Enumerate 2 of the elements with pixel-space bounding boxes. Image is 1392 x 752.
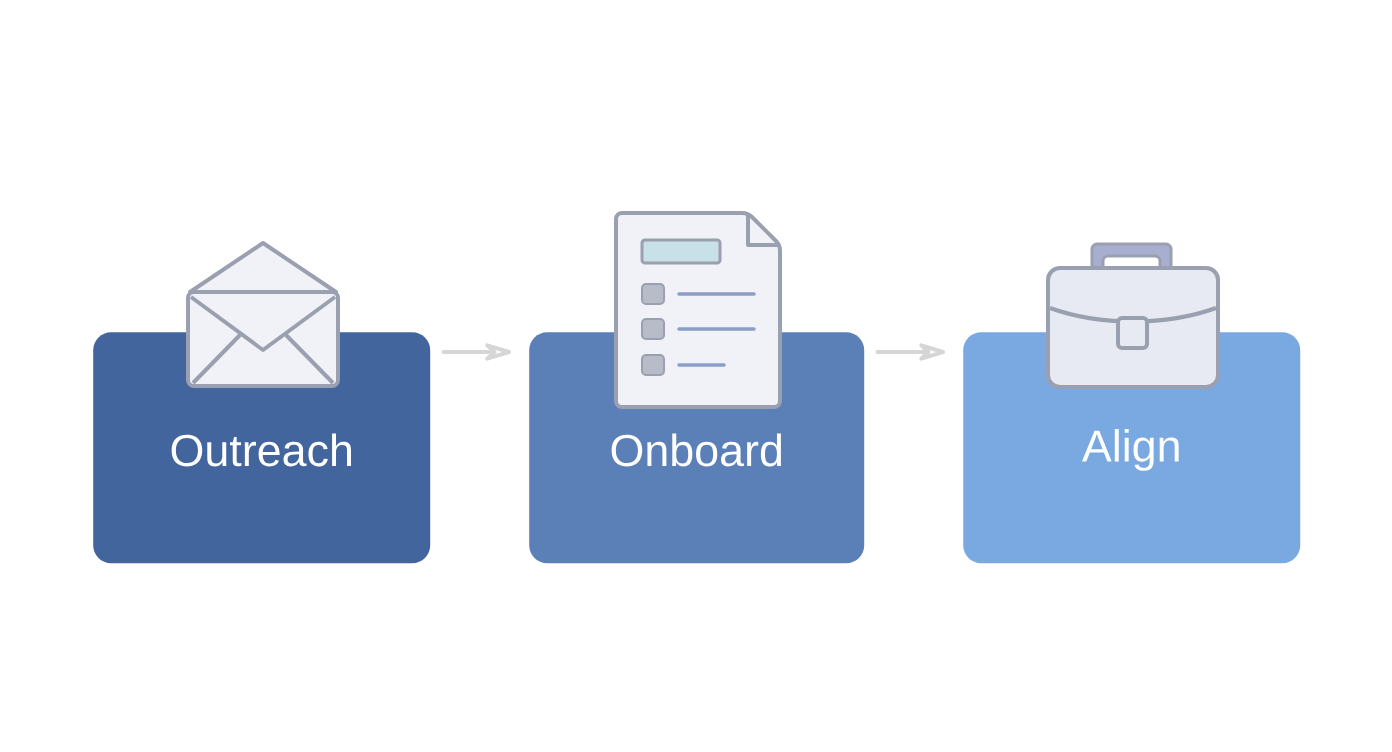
arrow <box>875 343 945 361</box>
arrow <box>441 343 511 361</box>
